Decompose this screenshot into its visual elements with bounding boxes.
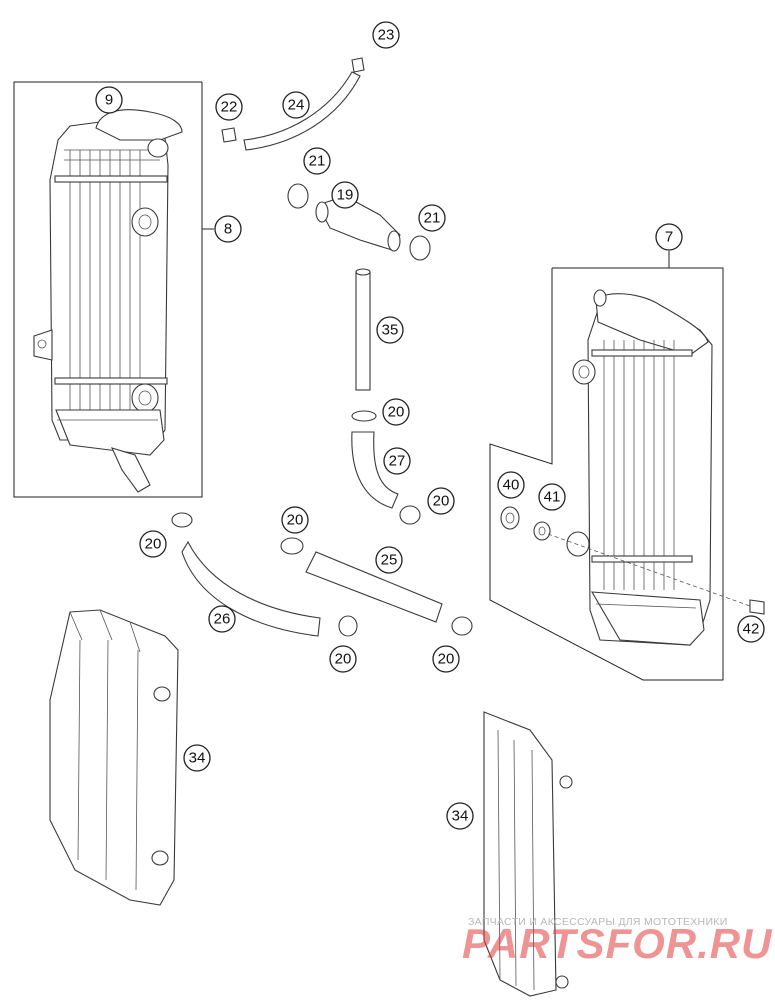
hose-26-and-clamps [171,512,358,637]
svg-text:23: 23 [378,27,395,44]
tube-35 [355,268,371,391]
part-label-35: 35 [376,316,404,344]
thermostat-housing-19 [287,183,431,261]
part-label-23: 23 [372,21,400,49]
part-label-19: 19 [331,181,359,209]
part-label-20-c: 20 [281,506,309,534]
part-label-41: 41 [538,483,566,511]
svg-text:42: 42 [743,621,760,638]
part-label-7: 7 [655,223,683,251]
svg-text:34: 34 [189,750,206,767]
part-label-20-e: 20 [329,645,357,673]
right-radiator-frame [489,251,724,681]
svg-text:7: 7 [665,229,673,246]
watermark-tagline: ЗАПЧАСТИ И АКСЕССУАРЫ ДЛЯ МОТОТЕХНИКИ [468,916,728,928]
part-label-9: 9 [95,86,123,114]
svg-text:35: 35 [382,322,399,339]
right-radiator-guard [483,711,573,997]
svg-text:24: 24 [288,97,305,114]
hose-27-and-clamps [351,410,421,525]
part-label-34-left: 34 [183,744,211,772]
part-label-26: 26 [208,605,236,633]
svg-text:20: 20 [145,536,162,553]
part-label-25: 25 [375,546,403,574]
part-label-20-b: 20 [427,487,455,515]
svg-text:26: 26 [214,611,231,628]
hose-25-and-clamps [280,537,473,636]
svg-text:27: 27 [389,453,406,470]
part-label-22: 22 [215,93,243,121]
left-radiator-frame [13,81,214,498]
left-radiator-guard [49,609,179,906]
part-label-20-d: 20 [139,530,167,558]
svg-text:20: 20 [433,493,450,510]
part-label-27: 27 [383,447,411,475]
svg-text:20: 20 [287,512,304,529]
part-label-40: 40 [497,471,525,499]
part-label-20-a: 20 [382,398,410,426]
part-label-21-top: 21 [303,147,331,175]
svg-text:22: 22 [221,99,238,116]
svg-text:20: 20 [438,651,455,668]
part-label-42: 42 [737,615,765,643]
svg-text:21: 21 [424,210,441,227]
part-label-8: 8 [214,215,242,243]
part-label-21-right: 21 [418,204,446,232]
svg-text:25: 25 [381,552,398,569]
watermark-brand: PARTSFOR.RU [462,920,773,967]
part-label-24: 24 [282,91,310,119]
hose-24-and-clamps [221,57,365,151]
svg-text:19: 19 [337,187,354,204]
svg-text:40: 40 [503,477,520,494]
svg-text:21: 21 [309,153,326,170]
right-radiator [500,289,765,646]
part-label-20-f: 20 [432,645,460,673]
svg-text:41: 41 [544,489,561,506]
svg-text:20: 20 [388,404,405,421]
part-label-34-right: 34 [446,802,474,830]
svg-text:34: 34 [452,808,469,825]
left-radiator [33,109,183,493]
svg-text:8: 8 [224,221,232,238]
svg-text:9: 9 [105,92,113,109]
svg-text:20: 20 [335,651,352,668]
